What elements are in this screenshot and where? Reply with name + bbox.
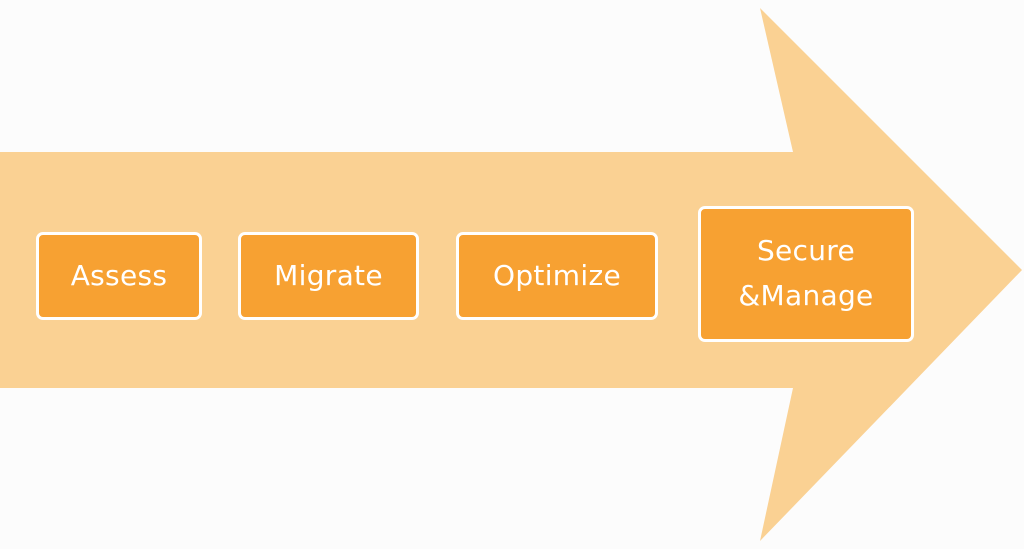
step-optimize-label: Optimize <box>493 258 621 292</box>
step-migrate: Migrate <box>238 232 419 320</box>
step-migrate-label: Migrate <box>274 258 383 292</box>
step-secure-manage: Secure &Manage <box>698 206 914 342</box>
step-assess: Assess <box>36 232 202 320</box>
step-secure-manage-label: Secure &Manage <box>738 234 874 312</box>
step-assess-label: Assess <box>70 258 168 292</box>
step-optimize: Optimize <box>456 232 658 320</box>
